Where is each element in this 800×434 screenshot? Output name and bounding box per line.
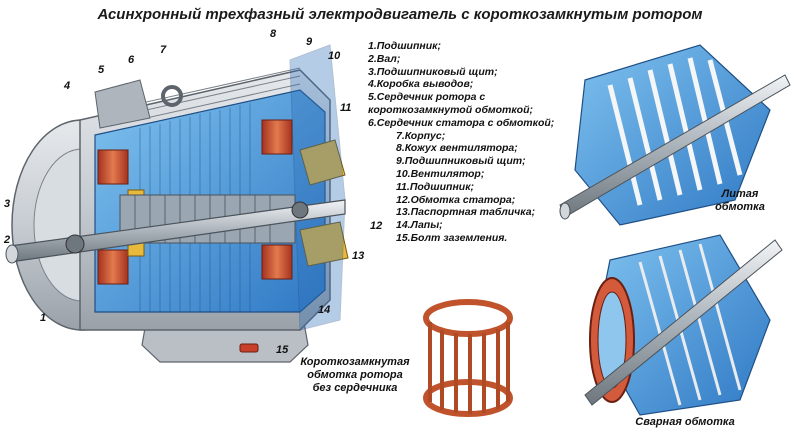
caption-welded-winding: Сварная обмотка (635, 416, 735, 428)
diagram-title: Асинхронный трехфазный электродвигатель … (97, 6, 703, 23)
welded-rotor-shaft (584, 239, 783, 406)
stator-winding-top-rear (261, 119, 293, 155)
legend-item: 4.Коробка выводов; (368, 78, 474, 91)
terminal-box (94, 79, 151, 129)
fan-cover (289, 44, 346, 331)
callout-8: 8 (270, 28, 277, 40)
bearing-front (65, 234, 85, 254)
stator-winding-top-front (97, 149, 129, 185)
callout-5: 5 (98, 64, 105, 76)
fan-blade-top (299, 139, 346, 186)
caption-line: обмотка (715, 201, 765, 213)
ground-bolt (239, 343, 259, 353)
bearing-rear (291, 201, 309, 219)
legend-item: 3.Подшипниковый щит; (368, 65, 498, 78)
legend-item: 15.Болт заземления. (396, 231, 508, 244)
cast-rotor (559, 44, 791, 226)
callout-11: 11 (340, 102, 352, 114)
parts-legend: 1.Подшипник; 2.Вал; 3.Подшипниковый щит;… (368, 40, 573, 245)
shaft-end (5, 244, 19, 264)
callout-10: 10 (328, 50, 341, 62)
squirrel-cage (423, 299, 513, 417)
caption-line: обмотка ротора (307, 369, 403, 381)
callout-2: 2 (4, 234, 11, 246)
legend-item: 5.Сердечник ротора с короткозамкнутой об… (368, 91, 533, 116)
cage-bars (428, 322, 510, 414)
legend-item: 9.Подшипниковый щит; (396, 155, 526, 168)
callout-12: 12 (370, 220, 383, 232)
legend-item: 2.Вал; (368, 52, 401, 65)
fan-blade-bottom (299, 221, 349, 267)
legend-item: 14.Лапы; (396, 219, 443, 232)
legend-item: 11.Подшипник; (396, 180, 475, 193)
caption-cast-winding: Литая обмотка (700, 188, 780, 214)
welded-rotor (584, 234, 783, 416)
cast-rotor-shaft-end (559, 202, 571, 220)
motor-cutaway (5, 44, 349, 363)
callout-1: 1 (40, 312, 47, 324)
callout-9: 9 (306, 36, 313, 48)
caption-coreless-cage: Короткозамкнутая обмотка ротора без серд… (300, 356, 410, 395)
caption-line: без сердечника (312, 382, 398, 394)
callout-4: 4 (64, 80, 71, 92)
stator-winding-bottom-front (97, 249, 129, 285)
callout-14: 14 (318, 304, 331, 316)
callout-3: 3 (4, 198, 11, 210)
callout-13: 13 (352, 250, 365, 262)
caption-line: Литая (721, 188, 759, 200)
legend-item: 7.Корпус; (396, 129, 446, 142)
legend-item: 13.Паспортная табличка; (396, 206, 536, 219)
legend-item: 1.Подшипник; (368, 40, 441, 52)
legend-item: 8.Кожух вентилятора; (396, 142, 518, 155)
callout-15: 15 (276, 344, 289, 356)
stator-winding-bottom-rear (261, 244, 293, 280)
callout-6: 6 (128, 54, 135, 66)
legend-item: 6.Сердечник статора с обмоткой; (368, 116, 555, 129)
legend-item: 12.Обмотка статора; (396, 193, 516, 206)
legend-item: 10.Вентилятор; (396, 167, 485, 180)
callout-7: 7 (160, 44, 167, 56)
lifting-eye (161, 85, 183, 107)
caption-line: Короткозамкнутая (300, 356, 410, 368)
